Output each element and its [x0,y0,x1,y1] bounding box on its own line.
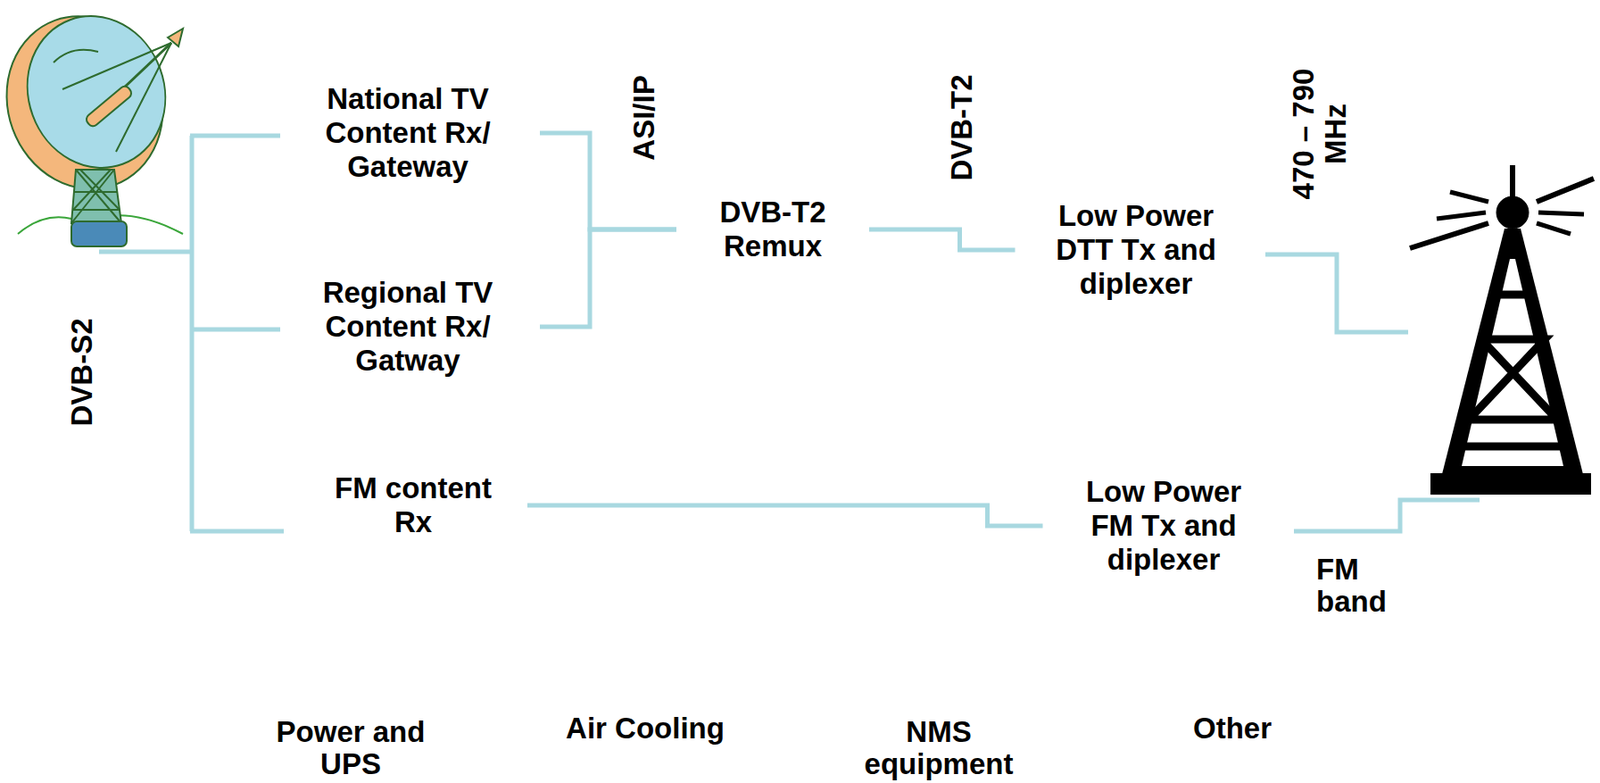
signal-connector [527,505,1044,526]
node-text: Low Power FM Tx and diplexer [1068,474,1261,577]
transmitter-tower [1409,165,1594,495]
signal-label: NMS equipment [858,715,1020,780]
feed-wire [99,135,1480,531]
signal-label: 470 – 790 MHz [1287,58,1352,210]
node-text: Low Power DTT Tx and diplexer [1040,198,1233,301]
signal-connector [869,229,1016,250]
signal-connector [539,229,677,327]
text-node: FM content Rx [323,471,503,539]
text-node: National TV Content Rx/ Gateway [300,82,515,184]
text-node: Regional TV Content Rx/ Gatway [300,275,515,378]
signal-label: DVB-T2 [945,74,979,181]
signal-label: ASI/IP [628,74,661,160]
signal-label: DVB-S2 [66,317,99,426]
signal-label: Air Cooling [565,712,725,745]
node-text: DVB-T2 Remux [701,195,845,264]
node-text: National TV Content Rx/ Gateway [300,82,515,184]
text-node: Low Power DTT Tx and diplexer [1040,198,1233,301]
satellite-dish [0,0,187,247]
text-node: Low Power FM Tx and diplexer [1068,474,1261,577]
node-text: FM content Rx [323,471,503,539]
signal-label: Other [1193,712,1272,745]
signal-label: FM band [1316,553,1406,618]
signal-label: Power and UPS [261,715,440,780]
node-text: Regional TV Content Rx/ Gatway [300,275,515,378]
text-node: DVB-T2 Remux [701,195,845,264]
